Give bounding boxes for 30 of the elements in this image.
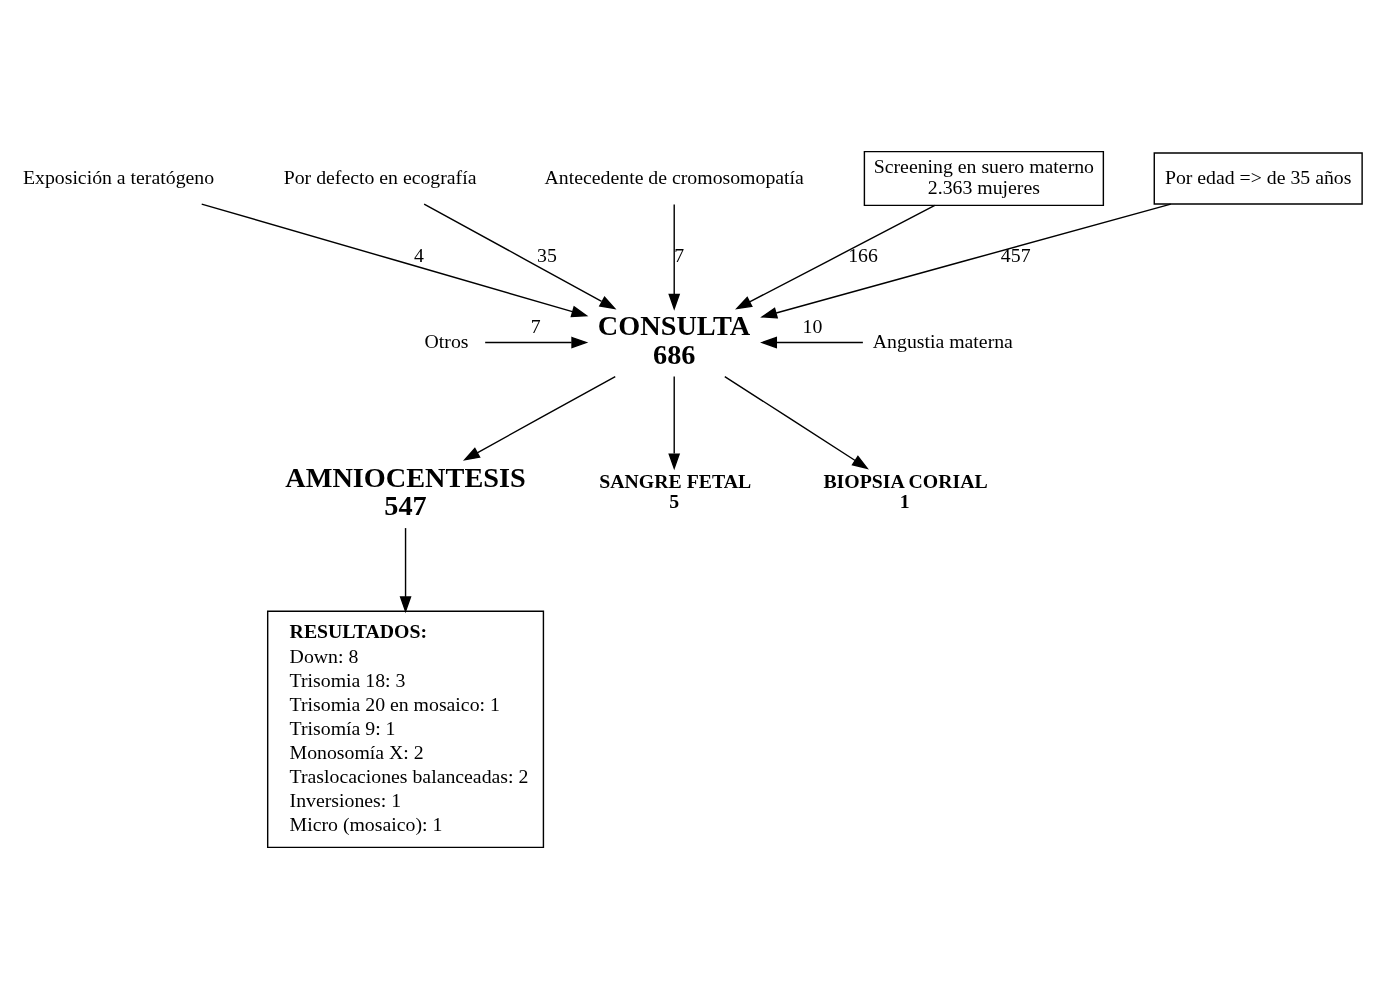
node-box: Screening en suero materno 2.363 mujeres <box>863 150 1105 207</box>
arrow <box>399 527 412 614</box>
edge-label: 166 <box>848 244 878 267</box>
arrow <box>668 203 681 311</box>
node-box: RESULTADOS: Down: 8 Trisomia 18: 3 Trisomia 20 en mosaico: 1 Trisomía 9: 1 Monosomía X: 2 Traslocaciones balanceadas: 2 Inversiones: 1 Micro (mosaico): 1 <box>267 610 545 849</box>
node-text: AMNIOCENTESIS 547 <box>285 461 526 522</box>
node-text: Otros <box>424 329 469 352</box>
arrow <box>760 336 864 349</box>
node-text: Exposición a teratógeno <box>22 165 215 188</box>
node-text: Angustia materna <box>872 329 1013 352</box>
arrow <box>724 375 869 470</box>
node-text: BIOPSIA CORIAL 1 <box>823 470 988 513</box>
node-text: CONSULTA 686 <box>597 310 751 370</box>
arrow <box>668 375 681 471</box>
arrow <box>423 203 617 310</box>
node-text: SANGRE FETAL 5 <box>599 470 752 513</box>
node-text: Antecedente de cromosomopatía <box>544 165 804 188</box>
edge-label: 10 <box>802 314 823 337</box>
arrow <box>735 204 936 310</box>
node-text: Por defecto en ecografía <box>283 165 477 188</box>
arrow <box>484 336 589 349</box>
edge-label: 35 <box>537 244 557 267</box>
edge-label: 4 <box>414 244 424 267</box>
edge-label: 457 <box>1000 244 1031 267</box>
arrow <box>462 375 616 461</box>
arrow <box>760 203 1172 319</box>
edge-label: 7 <box>674 244 685 267</box>
node-box: Por edad => de 35 años <box>1153 152 1363 205</box>
arrow <box>201 203 589 318</box>
edge-label: 7 <box>530 314 541 337</box>
